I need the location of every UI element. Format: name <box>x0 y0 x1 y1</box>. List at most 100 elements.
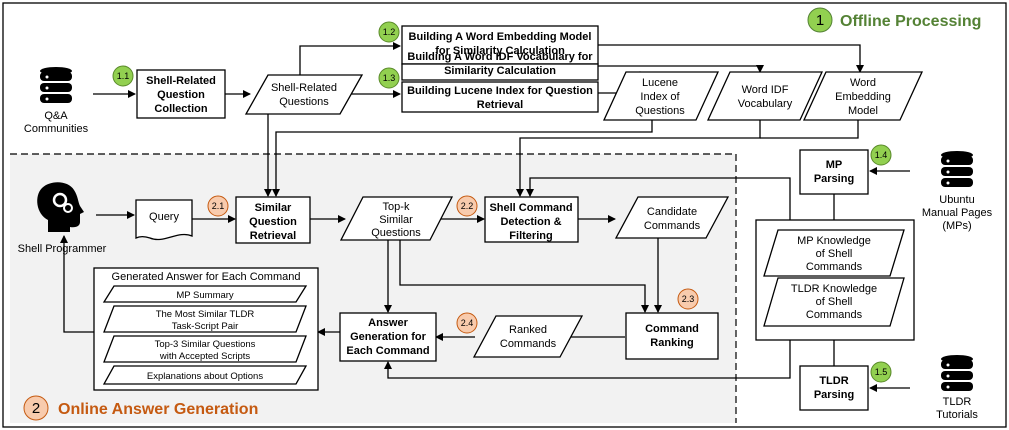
svg-text:Ranked: Ranked <box>509 324 547 336</box>
generated-item-4: Explanations about Options <box>147 371 263 382</box>
ubuntu-label-1: Ubuntu <box>939 194 974 206</box>
qa-database-icon <box>40 67 72 103</box>
offline-number: 1 <box>816 12 824 29</box>
svg-text:TLDR Knowledge: TLDR Knowledge <box>791 283 877 295</box>
svg-text:Query: Query <box>149 211 179 223</box>
badge-1-4: 1.4 <box>875 150 888 160</box>
svg-text:Filtering: Filtering <box>509 230 552 242</box>
svg-text:Lucene: Lucene <box>642 77 678 89</box>
svg-text:Embedding: Embedding <box>835 91 891 103</box>
tldr-database-icon <box>941 355 973 391</box>
badge-2-2: 2.2 <box>461 201 474 211</box>
svg-text:for Similarity Calculation: for Similarity Calculation <box>435 45 565 57</box>
ranking-box: Command Ranking <box>625 312 719 360</box>
online-title: Online Answer Generation <box>58 401 258 418</box>
svg-text:Retrieval: Retrieval <box>250 230 296 242</box>
svg-text:Questions: Questions <box>371 227 421 239</box>
shell-collection-box: Shell-Related Question Collection <box>136 69 226 119</box>
topk-data: Top-k Similar Questions <box>339 196 454 241</box>
similar-retrieval-box: Similar Question Retrieval <box>235 196 311 244</box>
answer-gen-box: Answer Generation for Each Command <box>339 312 437 362</box>
programmer-label: Shell Programmer <box>18 243 107 255</box>
generated-item-2b: Task-Script Pair <box>172 321 239 332</box>
qa-label-2: Communities <box>24 123 89 135</box>
word-embedding-build-box: Building A Word Embedding Model for Simi… <box>401 25 599 65</box>
ubuntu-label-2: Manual Pages <box>922 207 993 219</box>
offline-title: Offline Processing <box>840 13 981 30</box>
svg-text:Generation for: Generation for <box>350 331 427 343</box>
svg-text:Building Lucene Index for Ques: Building Lucene Index for Question <box>407 85 593 97</box>
svg-text:of Shell: of Shell <box>816 296 853 308</box>
svg-text:Collection: Collection <box>154 103 207 115</box>
svg-text:Similar: Similar <box>255 202 292 214</box>
mp-parsing-box: MP Parsing <box>799 149 869 195</box>
svg-text:Shell-Related: Shell-Related <box>271 82 337 94</box>
query-document: Query <box>135 199 193 241</box>
svg-text:Question: Question <box>249 216 297 228</box>
lucene-index-data: Lucene Index of Questions <box>602 71 720 121</box>
badge-1-1: 1.1 <box>117 71 130 81</box>
badge-1-3: 1.3 <box>383 73 396 83</box>
badge-2-3: 2.3 <box>682 294 695 304</box>
svg-text:MP: MP <box>826 159 843 171</box>
svg-text:Word: Word <box>850 77 876 89</box>
svg-text:Questions: Questions <box>279 96 329 108</box>
svg-text:Questions: Questions <box>635 105 685 117</box>
svg-text:Model: Model <box>848 105 878 117</box>
svg-text:Shell-Related: Shell-Related <box>146 75 216 87</box>
badge-1-2: 1.2 <box>383 27 396 37</box>
generated-answer-group: Generated Answer for Each Command MP Sum… <box>93 267 319 391</box>
tldr-tutorials-label-1: TLDR <box>943 396 972 408</box>
svg-text:Detection &: Detection & <box>500 216 561 228</box>
tldr-parsing-box: TLDR Parsing <box>799 365 869 411</box>
ubuntu-label-3: (MPs) <box>942 220 971 232</box>
svg-text:Top-k: Top-k <box>383 201 410 213</box>
svg-text:Similar: Similar <box>379 214 413 226</box>
svg-text:Vocabulary: Vocabulary <box>738 98 793 110</box>
tldr-tutorials-label-2: Tutorials <box>936 409 978 421</box>
online-number: 2 <box>32 400 40 417</box>
svg-text:Parsing: Parsing <box>814 173 854 185</box>
generated-item-2a: The Most Similar TLDR <box>156 309 255 320</box>
generated-item-3b: with Accepted Scripts <box>159 351 251 362</box>
svg-text:Building A Word IDF Vocabulary: Building A Word IDF Vocabulary for <box>407 51 593 63</box>
svg-text:Index of: Index of <box>640 91 680 103</box>
connectors <box>60 42 910 392</box>
svg-text:Question: Question <box>157 89 205 101</box>
badge-1-5: 1.5 <box>875 367 888 377</box>
svg-text:TLDR: TLDR <box>819 375 848 387</box>
svg-text:Similarity Calculation: Similarity Calculation <box>444 65 556 77</box>
ubuntu-database-icon <box>941 151 973 187</box>
shell-questions-data: Shell-Related Questions <box>244 74 364 115</box>
svg-text:Parsing: Parsing <box>814 389 854 401</box>
svg-text:Word IDF: Word IDF <box>742 84 789 96</box>
svg-text:Commands: Commands <box>806 309 863 321</box>
word-idf-build-box: Building A Word IDF Vocabulary for Simil… <box>401 51 599 81</box>
lucene-build-box: Building Lucene Index for Question Retri… <box>401 81 599 113</box>
svg-text:Each Command: Each Command <box>346 345 429 357</box>
svg-text:Building A Word Embedding Mode: Building A Word Embedding Model <box>409 31 592 43</box>
svg-text:Commands: Commands <box>806 261 863 273</box>
word-idf-vocab-data: Word IDF Vocabulary <box>706 71 824 121</box>
svg-text:Shell Command: Shell Command <box>489 202 572 214</box>
svg-text:Commands: Commands <box>644 220 701 232</box>
badge-2-4: 2.4 <box>461 318 474 328</box>
offline-section-header: 1 Offline Processing <box>807 7 981 33</box>
knowledge-group: MP Knowledge of Shell Commands TLDR Know… <box>755 219 915 341</box>
online-section-header: 2 Online Answer Generation <box>23 395 258 421</box>
svg-text:Command: Command <box>645 323 699 335</box>
ranked-data: Ranked Commands <box>472 315 584 358</box>
candidate-data: Candidate Commands <box>614 196 730 239</box>
programmer-head-icon <box>37 182 84 232</box>
svg-text:Answer: Answer <box>368 317 408 329</box>
generated-item-1: MP Summary <box>176 290 234 301</box>
word-embed-model-data: Word Embedding Model <box>802 71 924 121</box>
generated-item-3a: Top-3 Similar Questions <box>155 339 256 350</box>
svg-text:Ranking: Ranking <box>650 337 693 349</box>
generated-title: Generated Answer for Each Command <box>112 271 301 283</box>
svg-text:Candidate: Candidate <box>647 206 697 218</box>
svg-text:MP Knowledge: MP Knowledge <box>797 235 871 247</box>
badge-2-1: 2.1 <box>212 201 225 211</box>
detection-box: Shell Command Detection & Filtering <box>484 196 579 243</box>
